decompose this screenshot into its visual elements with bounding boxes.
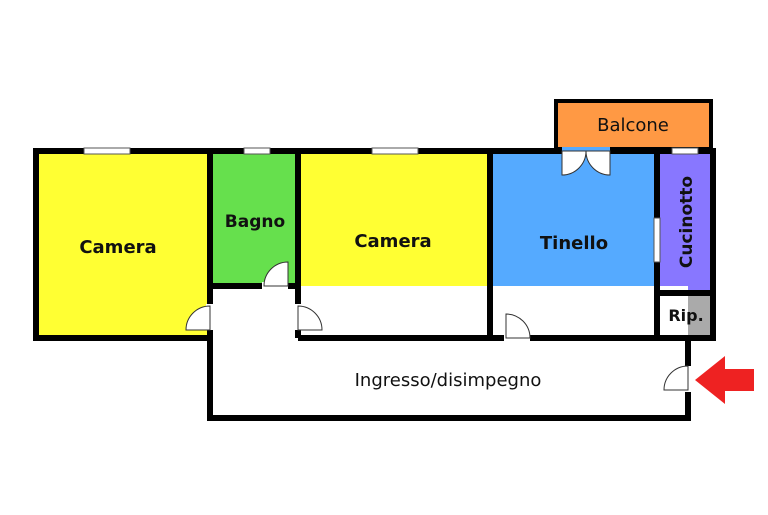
door-bagno-arc [263,261,289,287]
ingresso-label: Ingresso/disimpegno [355,370,542,391]
room-balcone: Balcone [554,99,713,151]
camera-center-label: Camera [354,231,431,252]
door-entrance-arc [663,365,689,391]
door-camera-center-arc [297,305,323,331]
door-camera-center [294,304,323,331]
balcone-label: Balcone [597,115,669,136]
cucinotto-label: Cucinotto [677,176,697,268]
window-camera-center [371,147,419,155]
windows [83,147,699,263]
door-bagno [262,261,289,290]
cucinotto-fill [657,151,713,293]
window-camera-left [83,147,131,155]
window-cucinotto-side [653,217,661,263]
camera-left-label: Camera [79,237,156,258]
door-balcone [561,147,611,176]
bagno-label: Bagno [225,212,285,232]
camera-left-fill [36,151,210,338]
window-bagno [243,147,271,155]
door-tinello-arc [505,313,531,339]
tinello-label: Tinello [540,233,608,254]
doors [185,147,692,392]
door-camera-left [185,304,214,331]
door-entrance [663,365,692,392]
entrance-arrow-icon [695,356,754,404]
ripostiglio-label: Rip. [668,306,703,325]
door-tinello [504,313,531,342]
outer-wall [33,148,716,421]
door-balcone-arc-right [585,150,611,176]
ingresso-fill [210,286,688,418]
window-cucinotto [671,147,699,155]
door-camera-left-arc [185,305,211,331]
